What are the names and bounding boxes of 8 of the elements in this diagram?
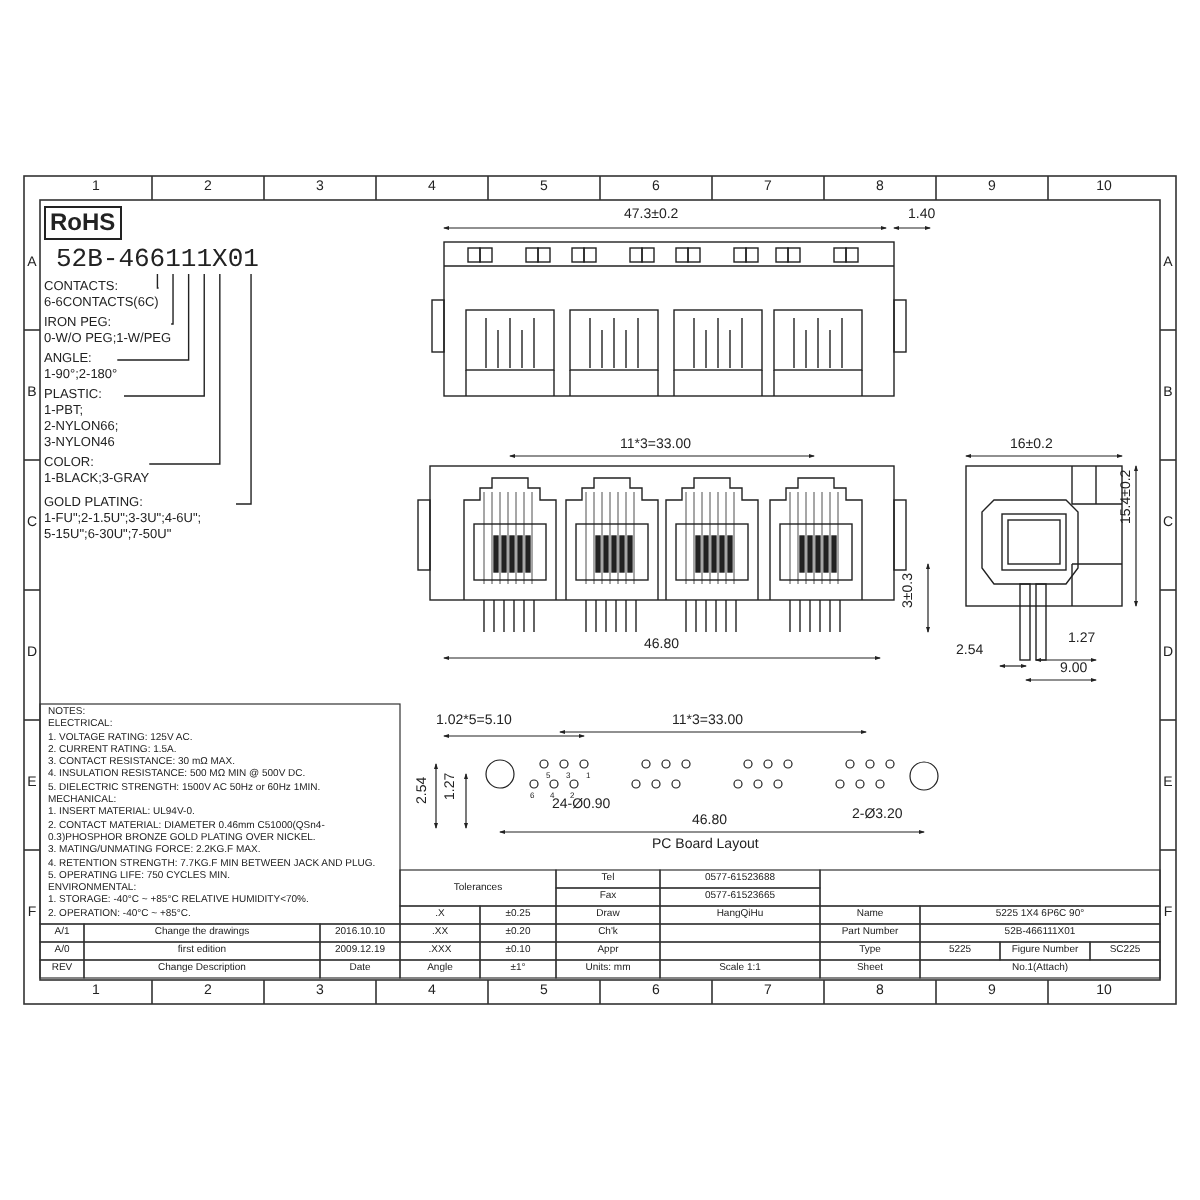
leader-line	[170, 273, 174, 325]
leader-line	[235, 273, 252, 505]
part-number: 52B-466111X01	[56, 244, 259, 274]
leader-line	[148, 273, 221, 465]
leader-line	[156, 273, 160, 289]
rohs-mark: RoHS	[44, 206, 122, 240]
leader-line	[116, 273, 190, 361]
leader-line	[123, 273, 205, 397]
